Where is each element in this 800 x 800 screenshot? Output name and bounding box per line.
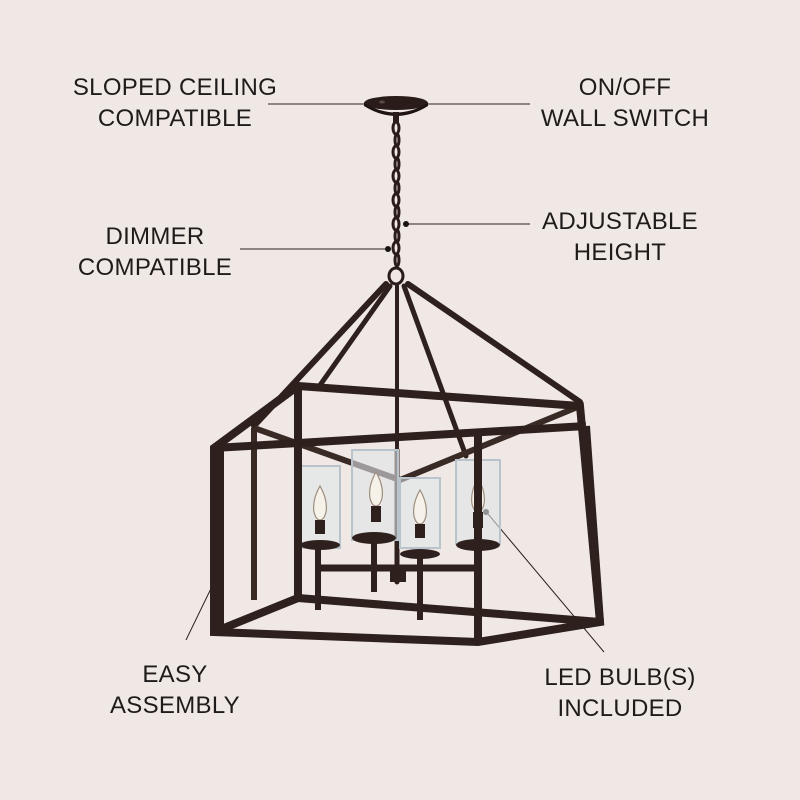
chain	[391, 120, 401, 268]
on-off-switch-label: ON/OFF WALL SWITCH	[520, 72, 730, 134]
dimmer-compatible-label: DIMMER COMPATIBLE	[60, 221, 250, 283]
adjustable-line1: ADJUSTABLE	[542, 208, 698, 235]
easy-assembly-label: EASY ASSEMBLY	[90, 659, 260, 721]
on-off-line1: ON/OFF	[578, 74, 672, 101]
frame-side-panel	[210, 448, 224, 632]
ceiling-canopy	[364, 96, 428, 122]
dimmer-line2: COMPATIBLE	[77, 254, 233, 281]
easy-assembly-line2: ASSEMBLY	[109, 692, 240, 719]
support-arms	[251, 281, 583, 585]
sloped-ceiling-label: SLOPED CEILING COMPATIBLE	[60, 72, 290, 134]
hanging-loop	[387, 266, 405, 286]
adjustable-line2: HEIGHT	[573, 239, 667, 266]
leader-led-bulbs	[487, 513, 605, 653]
easy-assembly-line1: EASY	[142, 661, 208, 688]
candle-cluster	[299, 449, 501, 620]
led-bulbs-line1: LED BULB(S)	[544, 664, 696, 691]
dimmer-line1: DIMMER	[105, 223, 205, 250]
led-bulbs-line2: INCLUDED	[557, 695, 683, 722]
sloped-ceiling-line2: COMPATIBLE	[97, 105, 253, 132]
sloped-ceiling-line1: SLOPED CEILING	[72, 74, 278, 101]
adjustable-height-label: ADJUSTABLE HEIGHT	[520, 206, 720, 268]
led-bulbs-label: LED BULB(S) INCLUDED	[520, 662, 720, 724]
on-off-line2: WALL SWITCH	[540, 105, 710, 132]
glass-shade	[299, 449, 501, 549]
